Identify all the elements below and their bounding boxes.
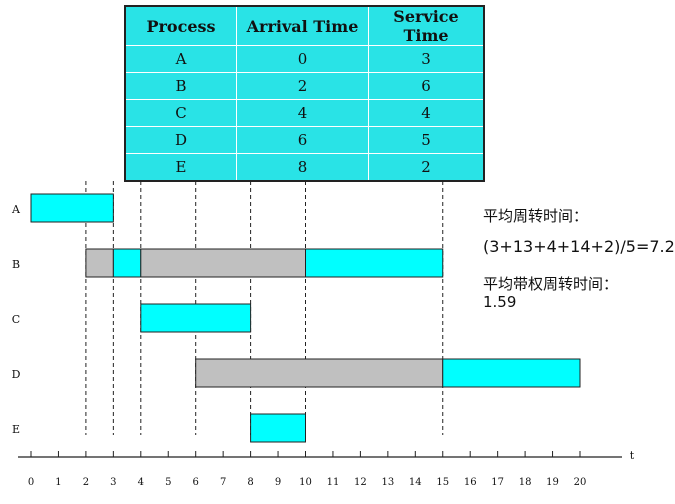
table-row: D 6 5	[126, 126, 483, 155]
axis-tick-label: 9	[275, 477, 281, 488]
axis-tick-label: 17	[491, 477, 504, 488]
cell-service: 2	[368, 153, 483, 180]
running-segment	[30, 193, 114, 223]
header-service-time: Service Time	[368, 7, 483, 46]
cell-process: D	[126, 126, 237, 155]
axis-tick-label: 18	[519, 477, 532, 488]
axis-tick-label: 10	[299, 477, 312, 488]
cell-process: A	[126, 44, 237, 74]
process-row-label: D	[12, 368, 21, 381]
axis-tick-label: 14	[409, 477, 422, 488]
process-row-label: B	[12, 258, 20, 271]
axis-tick-label: 0	[28, 477, 34, 488]
table-row: A 0 3	[126, 44, 483, 74]
cell-process: B	[126, 72, 237, 101]
header-process: Process	[126, 7, 237, 46]
running-segment	[140, 303, 252, 333]
axis-tick-label: 8	[247, 477, 253, 488]
cell-service: 6	[368, 72, 483, 101]
avg-weighted-label: 平均带权周转时间：	[483, 275, 619, 293]
running-segment	[112, 248, 142, 278]
axis-tick-label: 19	[546, 477, 559, 488]
process-row-label: A	[11, 203, 21, 216]
axis-tick-label: 5	[165, 477, 171, 488]
process-table: Process Arrival Time Service Time A 0 3 …	[124, 5, 485, 182]
avg-turnaround-label: 平均周转时间：	[483, 207, 589, 225]
table-row: E 8 2	[126, 153, 483, 180]
axis-label: t	[630, 449, 635, 462]
axis-tick-label: 16	[464, 477, 477, 488]
axis-tick-label: 15	[436, 477, 449, 488]
axis-tick-label: 12	[354, 477, 367, 488]
waiting-segment	[85, 248, 114, 278]
axis-tick-label: 7	[220, 477, 226, 488]
axis-tick-label: 4	[138, 477, 144, 488]
process-table-grid: Process Arrival Time Service Time A 0 3 …	[126, 7, 483, 180]
running-segment	[305, 248, 444, 278]
cell-service: 4	[368, 99, 483, 128]
axis-tick-label: 6	[193, 477, 199, 488]
process-row-label: C	[12, 313, 20, 326]
axis-tick-label: 13	[381, 477, 394, 488]
axis-tick-label: 2	[83, 477, 89, 488]
cell-arrival: 4	[236, 99, 369, 128]
table-row: C 4 4	[126, 99, 483, 128]
cell-arrival: 2	[236, 72, 369, 101]
cell-process: C	[126, 99, 237, 128]
cell-arrival: 8	[236, 153, 369, 180]
cell-arrival: 0	[236, 44, 369, 74]
cell-service: 3	[368, 44, 483, 74]
avg-weighted-value: 1.59	[483, 293, 517, 311]
table-row: B 2 6	[126, 72, 483, 101]
running-segment	[442, 358, 581, 388]
axis-tick-label: 20	[574, 477, 587, 488]
axis-tick-label: 11	[327, 477, 340, 488]
avg-turnaround-formula: (3+13+4+14+2)/5=7.2	[483, 237, 675, 256]
process-row-label: E	[12, 423, 20, 436]
running-segment	[250, 413, 307, 443]
cell-process: E	[126, 153, 237, 180]
waiting-segment	[195, 358, 444, 388]
header-arrival-time: Arrival Time	[236, 7, 369, 46]
cell-service: 5	[368, 126, 483, 155]
axis-tick-label: 3	[110, 477, 116, 488]
cell-arrival: 6	[236, 126, 369, 155]
table-header-row: Process Arrival Time Service Time	[126, 7, 483, 46]
waiting-segment	[140, 248, 306, 278]
axis-tick-label: 1	[55, 477, 61, 488]
